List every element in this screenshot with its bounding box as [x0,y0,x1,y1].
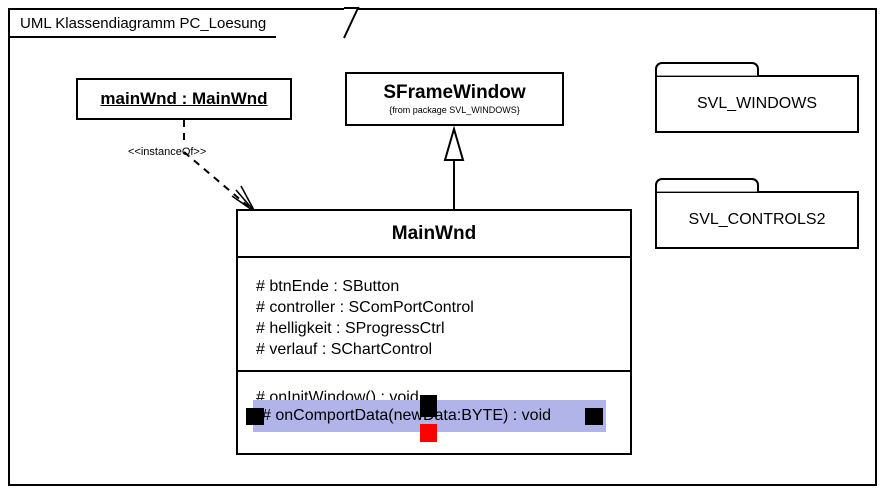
attribute-compartment: # btnEnde : SButton # controller : SComP… [238,258,630,372]
package-seam-line [657,75,757,76]
package-label: SVL_CONTROLS2 [688,211,826,228]
diagram-title-label: UML Klassendiagramm PC_Loesung [20,14,267,32]
package-body: SVL_CONTROLS2 [655,191,859,249]
attribute-row: # helligkeit : SProgressCtrl [256,320,445,337]
object-node-label: mainWnd : MainWnd [100,89,268,108]
class-name-label: MainWnd [391,222,477,244]
package-tab [655,62,759,75]
package-body: SVL_WINDOWS [655,75,859,133]
inline-edit-text[interactable]: # onComportData(newData:BYTE) : void [262,407,552,424]
resize-handle-bottom-active[interactable] [420,424,437,442]
diagram-title-tab: UML Klassendiagramm PC_Loesung [8,8,277,38]
attribute-row: # btnEnde : SButton [256,278,400,295]
attribute-row: # verlauf : SChartControl [256,341,433,358]
package-tab [655,178,759,191]
class-node-sframewindow[interactable]: SFrameWindow {from package SVL_WINDOWS} [345,72,564,126]
sframewindow-name: SFrameWindow [383,82,526,104]
class-name-compartment: MainWnd [238,211,630,258]
attribute-row: # controller : SComPortControl [256,299,474,316]
object-node-mainwnd[interactable]: mainWnd : MainWnd [76,78,292,120]
sframewindow-package-note: {from package SVL_WINDOWS} [389,104,520,115]
resize-handle-right[interactable] [585,408,603,425]
package-label: SVL_WINDOWS [696,95,817,112]
resize-handle-left[interactable] [246,408,264,425]
diagram-title-tab-corner [343,7,360,39]
resize-handle-top[interactable] [420,395,437,417]
package-seam-line [657,191,757,192]
dependency-stereotype-label: <<instanceOf>> [128,146,207,158]
